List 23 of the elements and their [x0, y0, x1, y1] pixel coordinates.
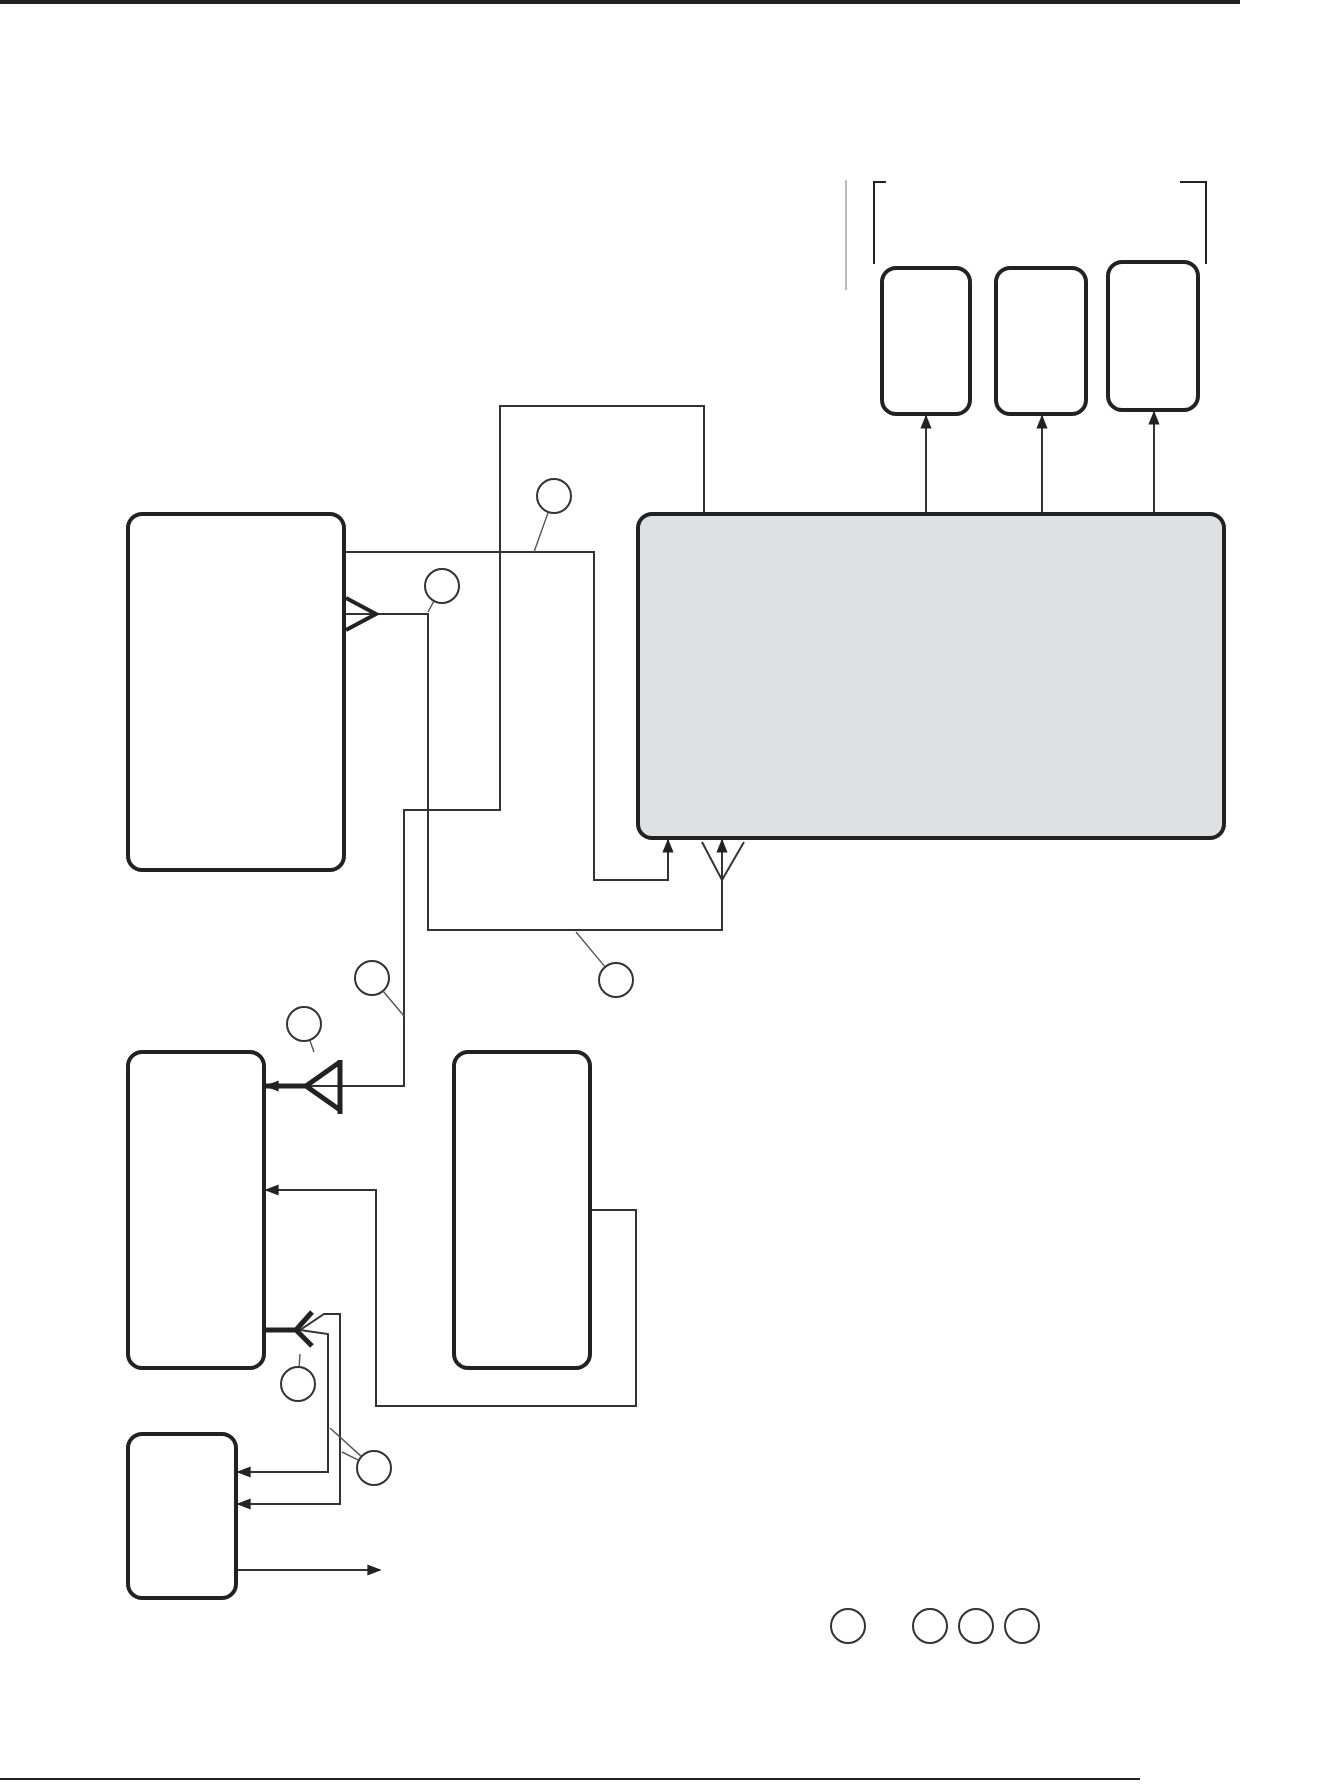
leader-line	[329, 1427, 362, 1457]
arrow	[345, 613, 728, 931]
block-box	[452, 1050, 592, 1370]
leader-line	[341, 1451, 359, 1461]
block-box	[1106, 260, 1200, 412]
block-box	[126, 512, 346, 872]
arrow	[264, 1184, 637, 1407]
arrow	[1148, 410, 1160, 513]
leader-line	[382, 991, 405, 1017]
arrow	[345, 551, 674, 881]
leader-line	[309, 1040, 315, 1053]
block-box	[126, 1050, 266, 1370]
arrow	[237, 1564, 382, 1576]
arrow	[920, 414, 932, 513]
main-unit-box	[636, 512, 1226, 840]
arrow	[236, 1313, 341, 1510]
block-box	[126, 1432, 238, 1600]
leader-line	[533, 512, 549, 553]
arrow	[1036, 414, 1048, 513]
leader-line	[575, 931, 606, 967]
block-box	[994, 266, 1088, 416]
leader-line	[427, 601, 435, 613]
block-box	[880, 266, 972, 416]
